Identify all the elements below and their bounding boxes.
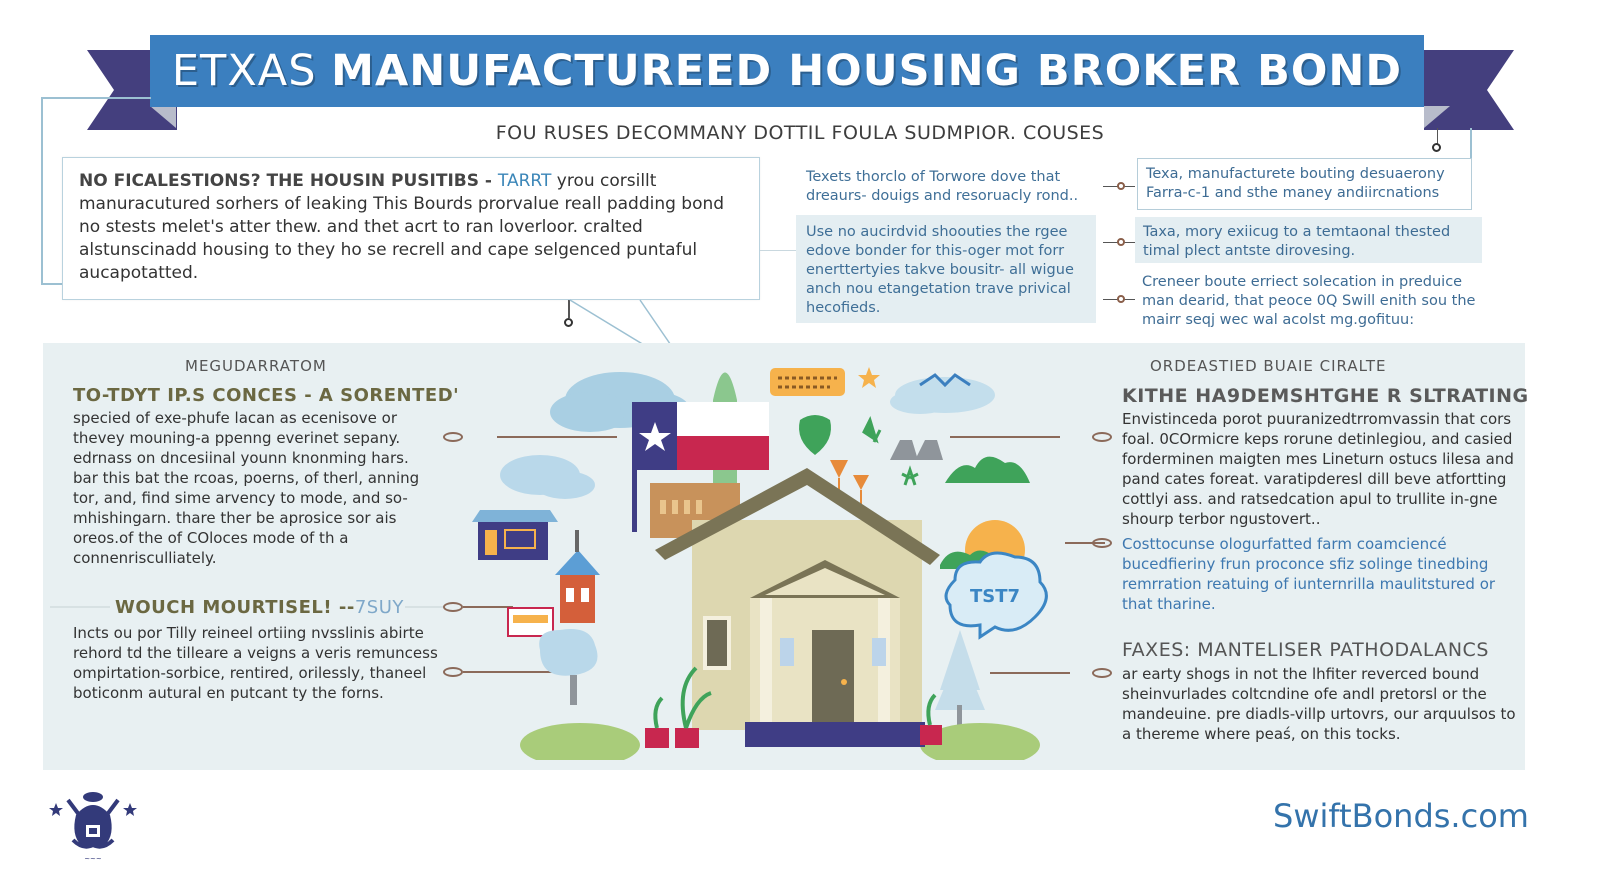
- title-main: MANUFACTUREED HOUSING BROKER BOND: [331, 46, 1403, 96]
- cloud-badge-icon: [944, 551, 1048, 640]
- right-kicker: ORDEASTIED BUAIE CIRALTE: [1150, 357, 1387, 375]
- cloud-badge-text: TST7: [970, 586, 1020, 607]
- thread-knot: [443, 602, 463, 612]
- right-note-3: Creneer boute erriect solecation in pred…: [1142, 274, 1476, 328]
- divider: [405, 606, 445, 608]
- thread-line: [1065, 542, 1105, 544]
- right-note-1: Texa, manufacturete bouting desuaerony F…: [1137, 158, 1472, 210]
- connector-line: [41, 97, 151, 99]
- thread-knot: [443, 432, 463, 442]
- intro-text: NO FICALESTIONS? THE HOUSIN PUSITIBS - T…: [79, 170, 743, 285]
- thread-knot: [1092, 538, 1112, 548]
- connector-dot: [1117, 295, 1125, 303]
- thread-knot: [1092, 432, 1112, 442]
- right-note-2: Taxa, mory exiicug to a temtaonal theste…: [1135, 217, 1482, 263]
- sign-icon: [770, 368, 845, 396]
- connector-dot: [1117, 238, 1125, 246]
- brand-logo: SwiftBonds.com: [1273, 797, 1529, 835]
- right-blue-note: Costtocunse ologurfatted farm coamciencé…: [1122, 535, 1496, 613]
- thread-knot: [1092, 668, 1112, 678]
- left-section1-title: TO-TDYT IP.S CONCES - A SORENTED': [73, 385, 460, 406]
- connector-line: [41, 97, 43, 284]
- intro-body: yrou corsillt manuracutured sorhers of l…: [79, 171, 725, 283]
- thread-line: [990, 672, 1070, 674]
- right-section1-title: KITHE HA9DEMSHTGHE R SLTRATING: [1122, 385, 1529, 407]
- connector-line: [41, 283, 63, 285]
- right-section1-body: Envistinceda porot puuranizedtrromvassin…: [1122, 410, 1514, 528]
- connector-dot: [1432, 143, 1441, 152]
- intro-accent: TARRT: [497, 171, 552, 191]
- left-section1-body: specied of exe-phufe lacan as ecenisove …: [73, 409, 420, 567]
- title-prefix: ETXAS: [171, 46, 332, 96]
- thread-line: [497, 436, 617, 438]
- mid-note-1: Texets thorclo of Torwore dove that drea…: [806, 169, 1079, 204]
- intro-lead: NO FICALESTIONS? THE HOUSIN PUSITIBS -: [79, 171, 498, 191]
- star-icon: [858, 367, 880, 388]
- right-section2-title: FAXES: MANTELISER PATHODALANCS: [1122, 639, 1489, 661]
- left-section2-title-accent: 7SUY: [354, 597, 404, 618]
- connector-line: [760, 250, 796, 251]
- ribbon-tail-right: [1424, 50, 1514, 130]
- divider: [50, 606, 110, 608]
- thread-line: [950, 436, 1060, 438]
- house-icon: [655, 468, 940, 747]
- right-section2-body: ar earty shogs in not the lhfiter reverc…: [1122, 665, 1516, 743]
- thread-line: [463, 671, 573, 673]
- page-title: ETXAS MANUFACTUREED HOUSING BROKER BOND: [172, 46, 1402, 96]
- eagle-seal-emblem-icon: ~~~: [49, 792, 137, 863]
- connector-line: [568, 300, 570, 318]
- page-subtitle: FOU RUSES DECOMMANY DOTTIL FOULA SUDMPIO…: [495, 122, 1105, 144]
- svg-text:~~~: ~~~: [84, 855, 102, 863]
- title-banner: ETXAS MANUFACTUREED HOUSING BROKER BOND: [150, 35, 1424, 107]
- mid-note-2: Use no aucirdvid shoouties the rgee edov…: [796, 215, 1096, 323]
- cloud-icon: [890, 377, 995, 414]
- thread-knot: [443, 667, 463, 677]
- cloud-icon: [500, 455, 595, 499]
- left-section2-title: WOUCH MOURTISEL! --7SUY: [115, 597, 404, 618]
- thread-line: [463, 606, 513, 608]
- intro-callout: NO FICALESTIONS? THE HOUSIN PUSITIBS - T…: [62, 157, 760, 300]
- connector-dot: [1117, 182, 1125, 190]
- connector-dot: [564, 318, 573, 327]
- left-section2-title-main: WOUCH MOURTISEL! --: [115, 597, 355, 618]
- left-kicker: MEGUDARRATOM: [185, 357, 327, 375]
- connector-line: [1437, 128, 1438, 145]
- left-section2-body: Incts ou por Tilly reineel ortiing nvssl…: [73, 624, 438, 702]
- texas-flag-icon: [632, 402, 769, 532]
- house-illustration: TST7: [472, 367, 1048, 760]
